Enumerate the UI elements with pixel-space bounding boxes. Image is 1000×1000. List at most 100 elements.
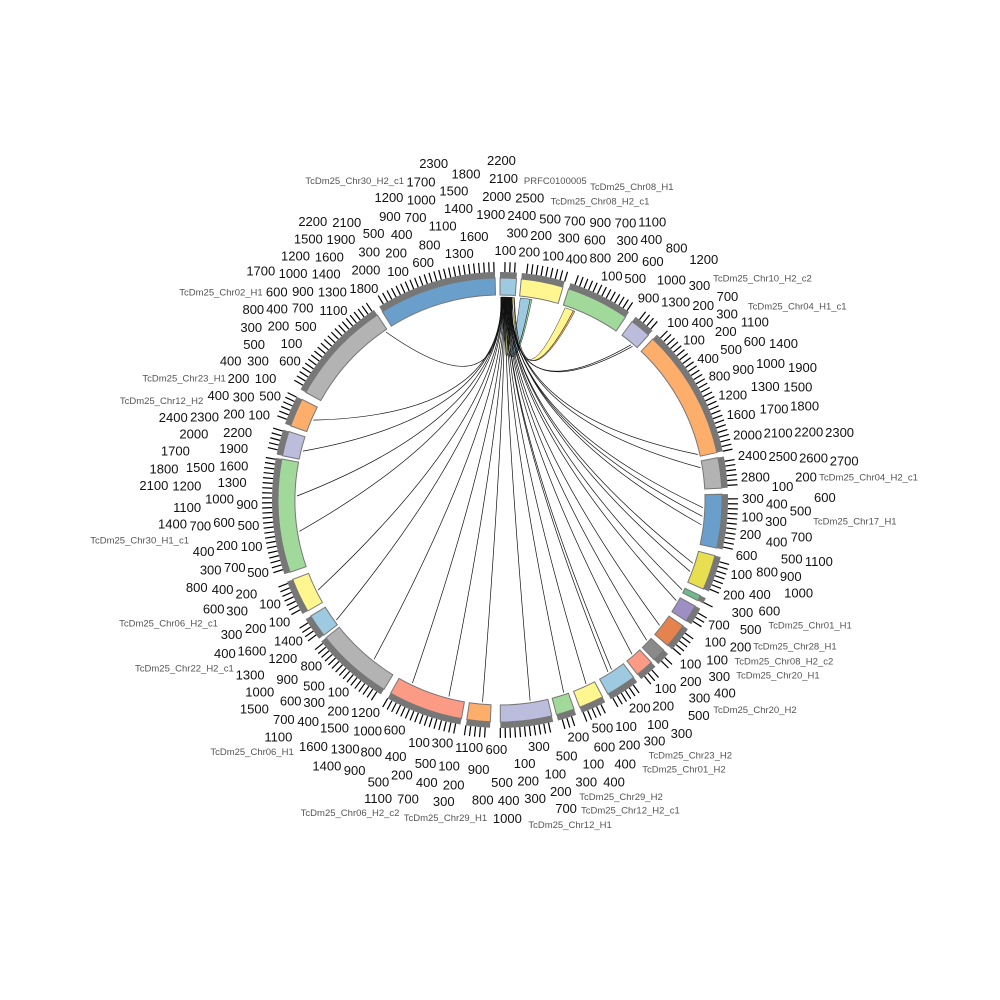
sector-name-label: TcDm25_Chr10_H2_c2: [713, 274, 812, 285]
sector-tcdm25-chr10-h2-c2[interactable]: [621, 311, 658, 349]
sector-block[interactable]: [699, 493, 723, 549]
sector-block[interactable]: [687, 550, 716, 590]
sector-block[interactable]: [305, 314, 388, 402]
axis-tick: [438, 269, 442, 280]
tick-label: 200: [568, 730, 590, 745]
sector-tcdm25-chr01-h1[interactable]: [687, 550, 730, 594]
sector-tcdm25-chr30-h1-c1[interactable]: [262, 456, 307, 575]
axis-tick: [304, 630, 314, 638]
sector-block[interactable]: [325, 626, 394, 690]
sector-block[interactable]: [621, 320, 650, 349]
axis-tick: [358, 683, 366, 692]
sector-prfc0100005[interactable]: [499, 262, 518, 297]
axis-tick: [726, 468, 737, 472]
sector-tcdm25-chr30-h2-c1[interactable]: [377, 262, 497, 327]
tick-label: 1500: [186, 460, 215, 475]
sector-block[interactable]: [519, 278, 564, 305]
axis-tick: [350, 677, 358, 686]
tick-label: 2200: [298, 214, 327, 229]
sector-tcdm25-chr01-h2[interactable]: [598, 663, 640, 708]
sector-tcdm25-chr23-h1[interactable]: [277, 392, 318, 433]
sector-block[interactable]: [466, 702, 492, 723]
sector-tcdm25-chr23-h2[interactable]: [626, 649, 660, 685]
sector-block[interactable]: [671, 597, 696, 622]
tick-label: 200: [680, 674, 702, 689]
tick-label: 400: [385, 749, 407, 764]
tick-label: 100: [706, 652, 728, 667]
axis-tick: [370, 691, 378, 701]
sector-block[interactable]: [626, 649, 653, 676]
sector-tcdm25-chr17-h1[interactable]: [699, 493, 739, 550]
sector-block[interactable]: [682, 587, 702, 602]
axis-tick: [620, 692, 628, 702]
axis-tick: [262, 477, 274, 480]
axis-tick: [722, 448, 733, 452]
sector-block[interactable]: [641, 637, 665, 661]
sector-tcdm25-chr12-h2[interactable]: [267, 427, 306, 460]
tick-label: 200: [223, 406, 245, 421]
sector-block[interactable]: [281, 430, 306, 460]
sector-block[interactable]: [381, 277, 497, 327]
axis-track: [285, 396, 303, 426]
sector-tcdm25-chr04-h1-c1[interactable]: [640, 330, 733, 457]
sector-block[interactable]: [700, 457, 723, 490]
sector-tcdm25-chr29-h1[interactable]: [463, 702, 492, 738]
sector-tcdm25-chr28-h1[interactable]: [671, 597, 707, 628]
sector-block[interactable]: [499, 698, 553, 723]
tick-label: 500: [790, 503, 812, 518]
sector-tcdm25-chr06-h2-c2[interactable]: [382, 677, 465, 734]
tick-label: 800: [472, 793, 494, 808]
tick-label: 1700: [161, 444, 190, 459]
sector-block[interactable]: [640, 338, 718, 457]
sector-block[interactable]: [292, 572, 324, 612]
sector-block[interactable]: [310, 606, 339, 636]
sector-tcdm25-chr12-h1[interactable]: [499, 698, 554, 739]
sector-block[interactable]: [598, 663, 635, 695]
sector-tcdm25-chr08-h2-c1[interactable]: [519, 263, 569, 305]
sector-tcdm25-chr20-h2[interactable]: [641, 637, 673, 669]
sector-tcdm25-chr22-h2-c1[interactable]: [299, 606, 339, 642]
sector-tcdm25-chr06-h1[interactable]: [314, 626, 394, 701]
sector-tcdm25-chr08-h2-c2[interactable]: [682, 587, 713, 608]
tick-label: 300: [226, 604, 248, 619]
axis-tick: [346, 674, 354, 683]
axis-tick: [467, 264, 471, 275]
sector-name-label: TcDm25_Chr29_H2: [579, 792, 662, 803]
axis-tick: [723, 541, 734, 545]
sector-tcdm25-chr04-h2-c1[interactable]: [700, 456, 738, 490]
sector-tcdm25-chr06-h2-c1[interactable]: [278, 572, 324, 616]
sector-tcdm25-chr02-h1[interactable]: [294, 302, 388, 402]
axis-tick: [678, 640, 688, 648]
tick-label: 300: [240, 320, 262, 335]
sector-block[interactable]: [389, 677, 465, 720]
sector-tcdm25-chr29-h2[interactable]: [572, 681, 606, 722]
chord-link: [505, 297, 565, 693]
axis-tick: [713, 579, 723, 585]
tick-label: 2000: [179, 427, 208, 442]
tick-label: 800: [300, 659, 322, 674]
tick-label: 300: [432, 735, 454, 750]
axis-tick: [361, 305, 369, 315]
tick-label: 300: [708, 669, 730, 684]
sector-tcdm25-chr20-h1[interactable]: [654, 615, 694, 656]
sector-block[interactable]: [290, 398, 318, 433]
sector-block[interactable]: [551, 692, 575, 716]
axis-tick: [533, 725, 537, 736]
tick-label: 300: [689, 278, 711, 293]
sector-block[interactable]: [562, 288, 627, 332]
axis-tick: [278, 582, 289, 588]
sector-block[interactable]: [277, 458, 307, 573]
sector-block[interactable]: [499, 277, 518, 297]
axis-tick: [428, 717, 433, 728]
sector-block[interactable]: [654, 615, 684, 647]
sector-tcdm25-chr12-h2-c1[interactable]: [551, 692, 577, 730]
axis-tick: [262, 516, 273, 519]
axis-tick: [338, 324, 346, 333]
sector-block[interactable]: [572, 681, 604, 708]
axis-tick: [452, 266, 457, 277]
tick-label: 2300: [825, 425, 854, 440]
tick-label: 300: [506, 226, 528, 241]
sector-tcdm25-chr08-h1[interactable]: [562, 275, 634, 332]
tick-label: 400: [193, 544, 215, 559]
